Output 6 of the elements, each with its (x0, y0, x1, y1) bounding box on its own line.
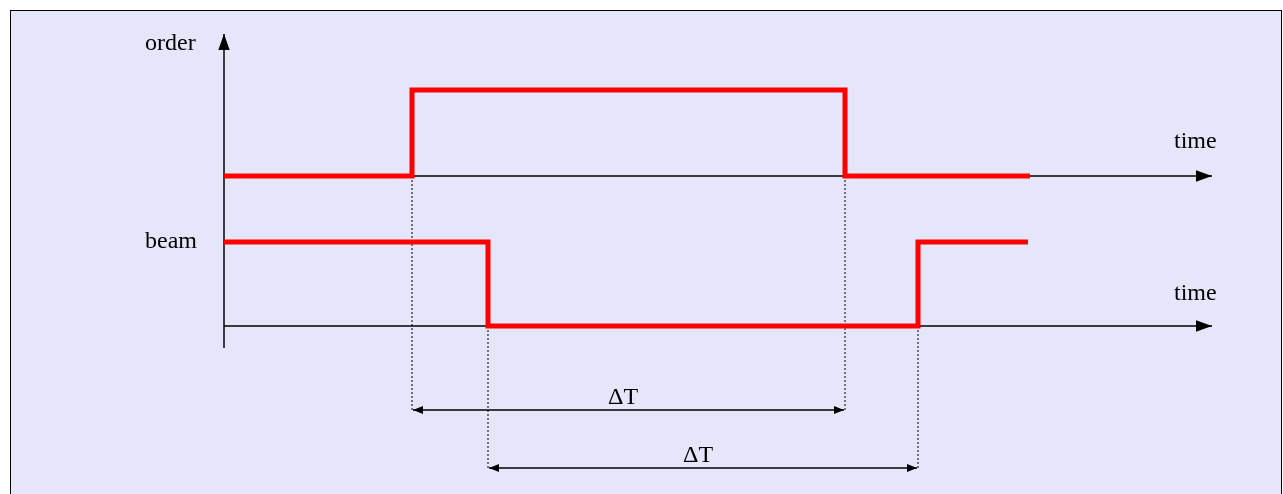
dimension-label: ΔT (608, 382, 639, 410)
axis-label: time (1174, 278, 1217, 306)
axis-label: time (1174, 126, 1217, 154)
dimension-label: ΔT (683, 440, 714, 468)
axis-label: order (145, 28, 196, 56)
axis-label: beam (145, 226, 197, 254)
